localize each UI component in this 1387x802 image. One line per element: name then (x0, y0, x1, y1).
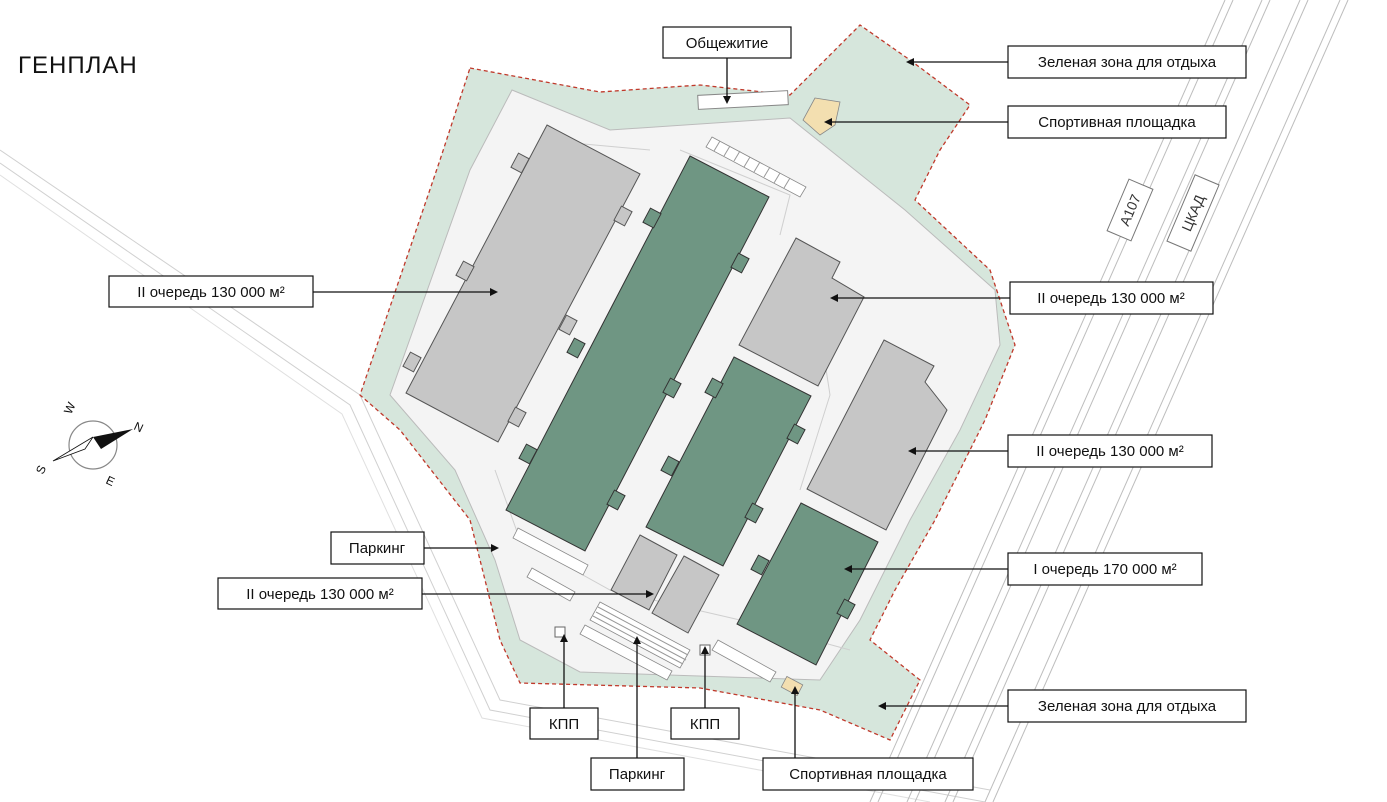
label-parking-left: Паркинг (330, 531, 425, 565)
svg-text:Паркинг: Паркинг (609, 766, 666, 783)
leader-lines (313, 58, 1010, 760)
building-stage1-right (736, 502, 879, 666)
road-sign-a107: А107 (1106, 178, 1154, 242)
compass-w: W (61, 399, 79, 416)
svg-text:I очередь 170 000 м²: I очередь 170 000 м² (1033, 561, 1176, 578)
svg-text:Спортивная площадка: Спортивная площадка (1038, 114, 1196, 131)
building-stage2-small (610, 534, 720, 634)
compass-rose: W N S E (33, 399, 145, 489)
label-stage1: I очередь 170 000 м² (1007, 552, 1203, 586)
parking-bottom (579, 601, 777, 683)
map-title: ГЕНПЛАН (18, 52, 138, 79)
label-stage2-small: II очередь 130 000 м² (217, 577, 423, 610)
svg-text:КПП: КПП (549, 716, 579, 733)
building-stage2-right-top (738, 237, 865, 387)
label-green-zone-bottom: Зеленая зона для отдыха (1007, 689, 1247, 723)
label-stage2-right-mid: II очередь 130 000 м² (1007, 434, 1213, 468)
svg-text:Зеленая зона для отдыха: Зеленая зона для отдыха (1038, 698, 1217, 715)
building-stage1-middle (645, 356, 812, 567)
svg-text:КПП: КПП (690, 716, 720, 733)
internal-road (494, 139, 851, 651)
svg-text:II очередь 130 000 м²: II очередь 130 000 м² (1037, 290, 1184, 307)
svg-text:Зеленая зона для отдыха: Зеленая зона для отдыха (1038, 54, 1217, 71)
road-sign-ckad: ЦКАД (1166, 174, 1220, 252)
building-stage2-left (402, 124, 641, 443)
sport-field-bottom (780, 675, 804, 697)
building-stage1-long (505, 155, 770, 552)
label-dormitory: Общежитие (662, 26, 792, 59)
building-stage2-right-mid (806, 339, 948, 531)
parking-left (512, 527, 589, 602)
kpp-left-structure (554, 626, 566, 638)
compass-n: N (132, 419, 146, 435)
label-stage2-left: II очередь 130 000 м² (108, 275, 314, 308)
arrow-heads (490, 58, 916, 710)
label-green-zone-top: Зеленая зона для отдыха (1007, 45, 1247, 79)
label-parking-bottom: Паркинг (590, 757, 685, 791)
svg-text:Общежитие: Общежитие (686, 35, 769, 52)
svg-text:Спортивная площадка: Спортивная площадка (789, 766, 947, 783)
label-sport-bottom: Спортивная площадка (762, 757, 974, 791)
parking-top (705, 136, 807, 198)
svg-text:II очередь 130 000 м²: II очередь 130 000 м² (137, 284, 284, 301)
label-stage2-right-top: II очередь 130 000 м² (1009, 281, 1214, 315)
svg-text:Паркинг: Паркинг (349, 540, 406, 557)
svg-text:II очередь 130 000 м²: II очередь 130 000 м² (246, 586, 393, 603)
sport-field-top (802, 97, 841, 136)
label-sport-top: Спортивная площадка (1007, 105, 1227, 139)
compass-s: S (33, 463, 49, 476)
label-kpp-left: КПП (529, 707, 599, 740)
label-kpp-right: КПП (670, 707, 740, 740)
dormitory-building (697, 90, 789, 110)
svg-text:II очередь 130 000 м²: II очередь 130 000 м² (1036, 443, 1183, 460)
compass-e: E (104, 473, 117, 489)
